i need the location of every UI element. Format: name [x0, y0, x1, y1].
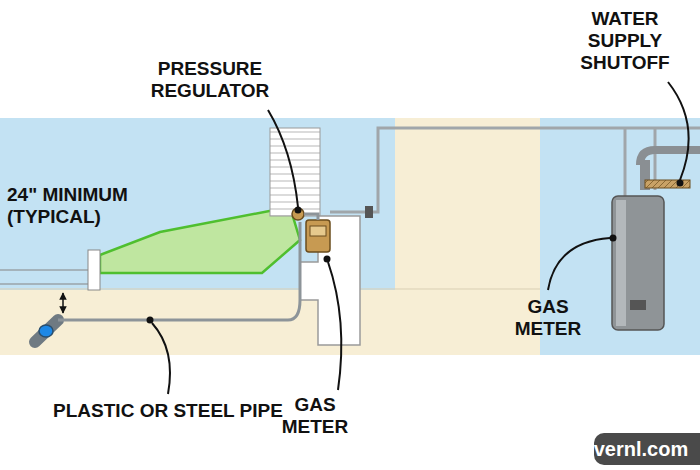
leader-line [668, 82, 689, 180]
leader-dot [147, 317, 154, 324]
heater-control [630, 300, 646, 310]
meter-piping [300, 214, 318, 255]
leader-line [328, 262, 341, 390]
heater-highlight [616, 200, 626, 326]
street-line [0, 269, 100, 271]
callout-label: GAS METER [270, 394, 360, 438]
grade-line [0, 289, 540, 290]
leader-dot [610, 235, 617, 242]
leader-dots [147, 180, 684, 324]
curb [88, 250, 100, 290]
watermark: vernl.com [586, 438, 696, 460]
gas-main [35, 320, 58, 342]
service-pipe [58, 255, 300, 320]
street-line [0, 283, 100, 285]
leader-line [152, 323, 170, 394]
lawn [100, 207, 300, 273]
vent-pipe [640, 150, 700, 165]
leader-dot [677, 180, 684, 187]
shutoff-shelf [645, 180, 690, 188]
house-siding [270, 128, 320, 216]
leader-line [548, 238, 610, 290]
callout-label: PLASTIC OR STEEL PIPE [28, 400, 308, 422]
shutoff-valve [365, 206, 373, 218]
callout-label: PRESSURE REGULATOR [135, 58, 285, 102]
meter-dial [310, 226, 326, 236]
interior-wall [395, 118, 540, 290]
leader-dot [295, 207, 302, 214]
leader-line [268, 110, 298, 207]
water-heater [612, 196, 664, 330]
depth-arrow [62, 293, 64, 313]
callout-label: WATER SUPPLY SHUTOFF [570, 8, 680, 74]
callout-label: GAS METER [503, 296, 593, 340]
leader-lines [152, 82, 689, 394]
drop-pipe [624, 128, 627, 200]
leader-dot [324, 256, 331, 263]
gas-main-end [39, 325, 53, 337]
gas-meter-body [306, 220, 330, 252]
foundation [300, 216, 360, 345]
soil [0, 290, 540, 355]
dimension-label: 24" MINIMUM (TYPICAL) [7, 184, 157, 228]
